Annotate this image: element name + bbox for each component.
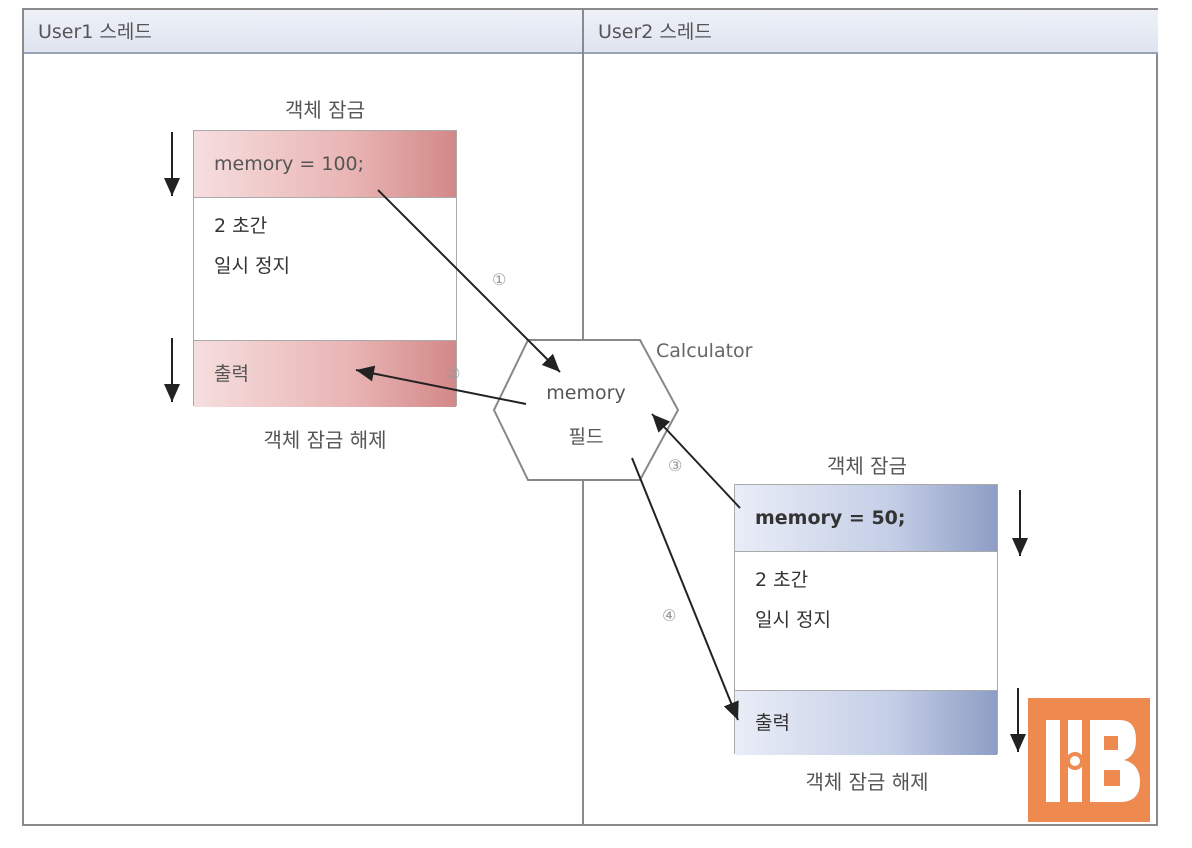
- diagram-frame: User1 스레드 User2 스레드: [22, 8, 1158, 826]
- watermark-logo: [1028, 698, 1150, 822]
- step4-marker: ④: [662, 606, 677, 625]
- user2-lane-header: User2 스레드: [584, 10, 1158, 54]
- user1-lane-header: User1 스레드: [24, 10, 582, 54]
- calculator-field-line2: 필드: [568, 426, 604, 448]
- user2-pause-cell: 2 초간 일시 정지: [735, 551, 997, 691]
- user2-output-cell: 출력: [735, 691, 997, 755]
- user2-unlock-label: 객체 잠금 해제: [805, 770, 929, 794]
- step2-marker: ②: [446, 364, 461, 383]
- step2-arrow: [355, 365, 527, 405]
- user2-assign-cell: memory = 50;: [735, 485, 997, 551]
- calculator-field-line1: memory: [546, 382, 626, 404]
- user2-pause-line2: 일시 정지: [755, 609, 831, 631]
- user1-output-cell: 출력: [194, 341, 456, 407]
- user1-lock-label: 객체 잠금: [285, 98, 365, 122]
- logo-mark-icon: [1046, 720, 1140, 802]
- calculator-label: Calculator: [656, 340, 753, 362]
- step1-marker: ①: [492, 270, 507, 289]
- user2-lock-label: 객체 잠금: [827, 454, 907, 478]
- step4-arrow: [631, 457, 739, 721]
- calculator-hexagon: [492, 339, 680, 481]
- user1-sync-block: memory = 100; 2 초간 일시 정지 출력: [193, 130, 457, 407]
- user2-sync-block: memory = 50; 2 초간 일시 정지 출력: [734, 484, 998, 755]
- user1-assign-cell: memory = 100;: [194, 131, 456, 197]
- user1-pause-line2: 일시 정지: [214, 255, 290, 277]
- user2-pause-line1: 2 초간: [755, 569, 809, 591]
- user1-pause-line1: 2 초간: [214, 215, 268, 237]
- user1-pause-cell: 2 초간 일시 정지: [194, 197, 456, 341]
- step3-marker: ③: [668, 456, 683, 475]
- step3-arrow: [651, 413, 741, 509]
- user1-unlock-label: 객체 잠금 해제: [263, 428, 387, 452]
- step1-arrow: [377, 189, 561, 373]
